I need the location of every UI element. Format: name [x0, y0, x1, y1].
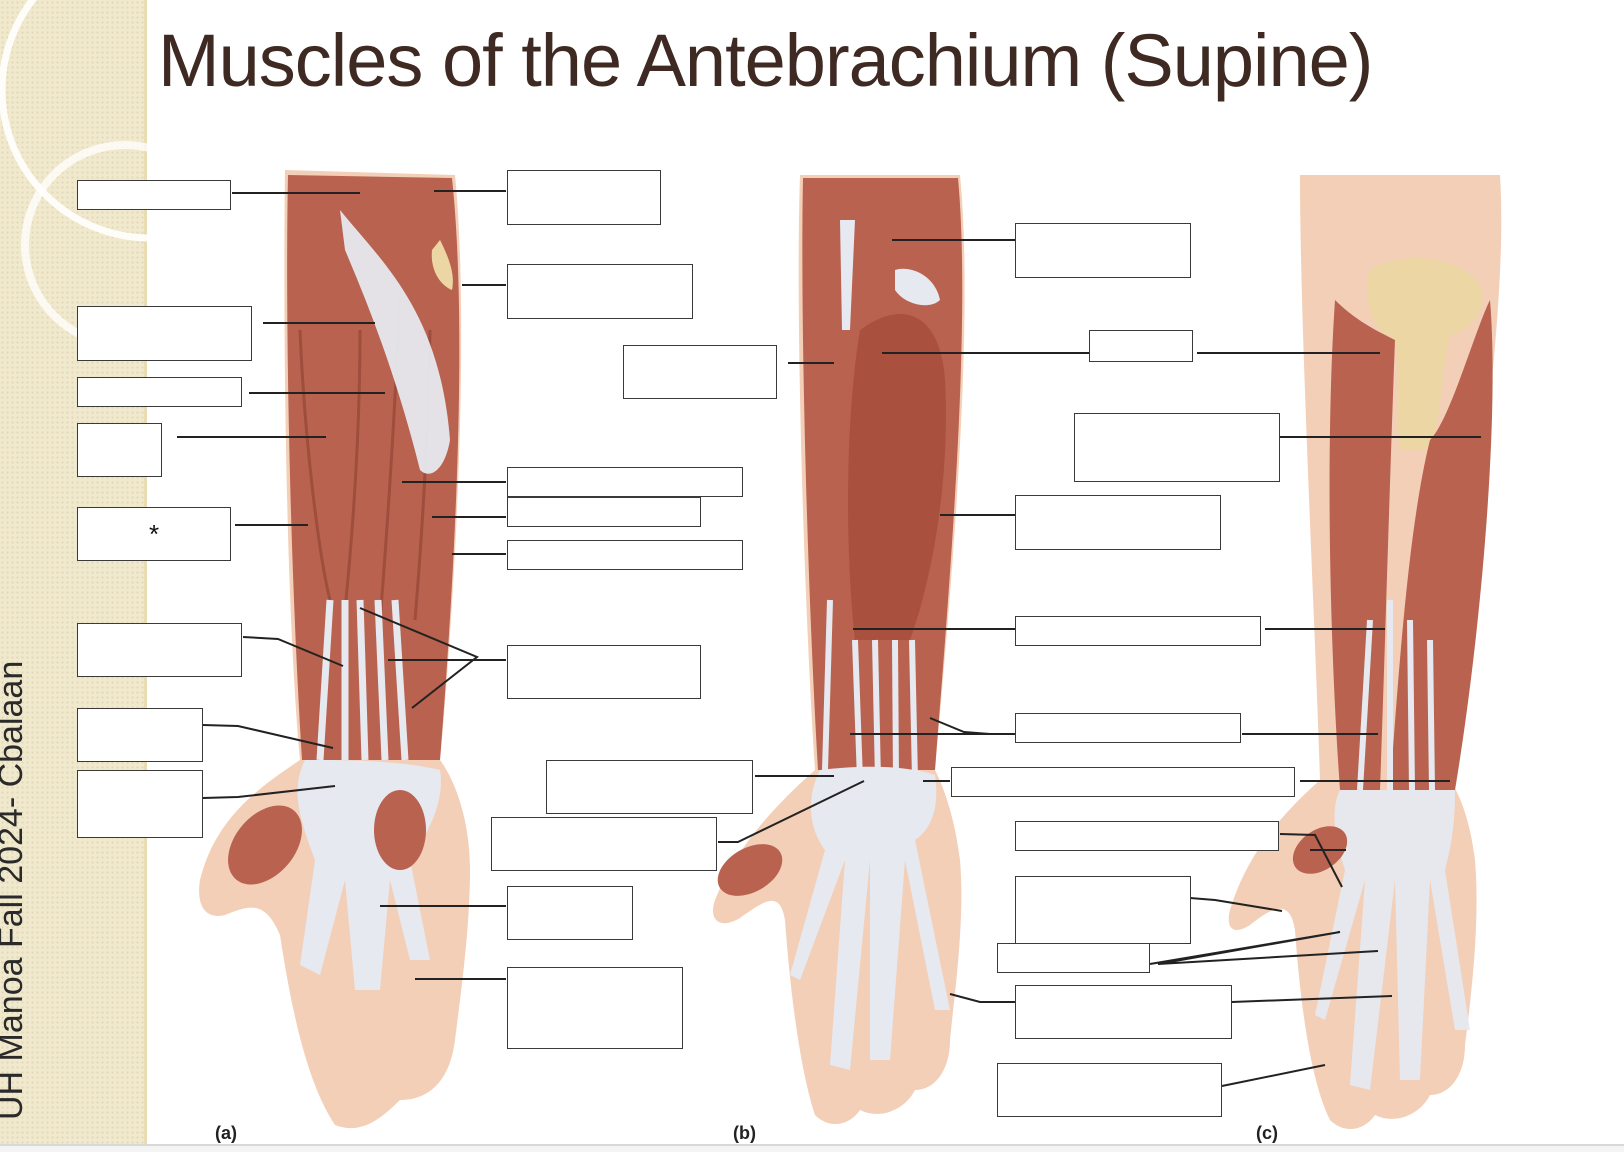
panel-label-a: (a): [215, 1123, 237, 1143]
footer-strip: [0, 1146, 1624, 1152]
label-box-a2[interactable]: [507, 170, 661, 225]
label-box-a6[interactable]: [77, 423, 162, 477]
forearm-b-wrist-tendons: [790, 766, 950, 1070]
label-box-b15[interactable]: [997, 1063, 1222, 1117]
label-box-a15[interactable]: [507, 886, 633, 940]
label-box-a3[interactable]: [507, 264, 693, 319]
label-box-a14[interactable]: [77, 770, 203, 838]
forearm-c-muscle-left: [1329, 300, 1395, 790]
label-box-a5[interactable]: [77, 377, 242, 407]
label-box-b2[interactable]: [623, 345, 777, 399]
label-box-b6[interactable]: [1015, 616, 1261, 646]
label-box-a7[interactable]: [507, 467, 743, 497]
label-box-a11[interactable]: [77, 623, 242, 677]
forearm-c-extensor-tendons: [1315, 790, 1470, 1090]
label-box-b11[interactable]: [1015, 821, 1279, 851]
label-box-a8[interactable]: [507, 497, 701, 527]
forearm-b-bulge: [848, 314, 946, 640]
forearm-b: [712, 175, 965, 1125]
label-box-b4[interactable]: [1074, 413, 1280, 482]
sidebar-edge: [144, 0, 147, 1145]
label-box-b10[interactable]: [491, 817, 717, 871]
leader-lines: [177, 190, 1481, 1087]
forearm-a: [199, 170, 470, 1129]
asterisk-marker: *: [148, 518, 160, 549]
label-box-b9[interactable]: [951, 767, 1295, 797]
panel-label-b: (b): [733, 1123, 756, 1143]
label-box-a9[interactable]: *: [77, 507, 231, 561]
label-box-a4[interactable]: [77, 306, 252, 361]
forearm-c-muscle-right: [1390, 300, 1493, 790]
label-box-a1[interactable]: [77, 180, 231, 210]
label-box-a16[interactable]: [507, 967, 683, 1049]
label-box-b14[interactable]: [1015, 985, 1232, 1039]
label-box-b13[interactable]: [997, 943, 1150, 973]
label-box-b7[interactable]: [1015, 713, 1241, 743]
label-box-b1[interactable]: [1015, 223, 1191, 278]
label-box-b5[interactable]: [1015, 495, 1221, 550]
forearm-c: [1228, 175, 1502, 1130]
slide-title: Muscles of the Antebrachium (Supine): [158, 19, 1373, 102]
label-box-a10[interactable]: [507, 540, 743, 570]
label-box-b8[interactable]: [546, 760, 753, 814]
label-box-b3[interactable]: [1089, 330, 1193, 362]
forearm-a-aponeurosis: [340, 210, 450, 474]
label-box-a13[interactable]: [77, 708, 203, 762]
panel-label-c: (c): [1256, 1123, 1278, 1143]
label-box-b12[interactable]: [1015, 876, 1191, 944]
label-box-a12[interactable]: [507, 645, 701, 699]
forearm-c-bone: [1366, 258, 1483, 450]
footer-divider: [0, 1144, 1624, 1146]
